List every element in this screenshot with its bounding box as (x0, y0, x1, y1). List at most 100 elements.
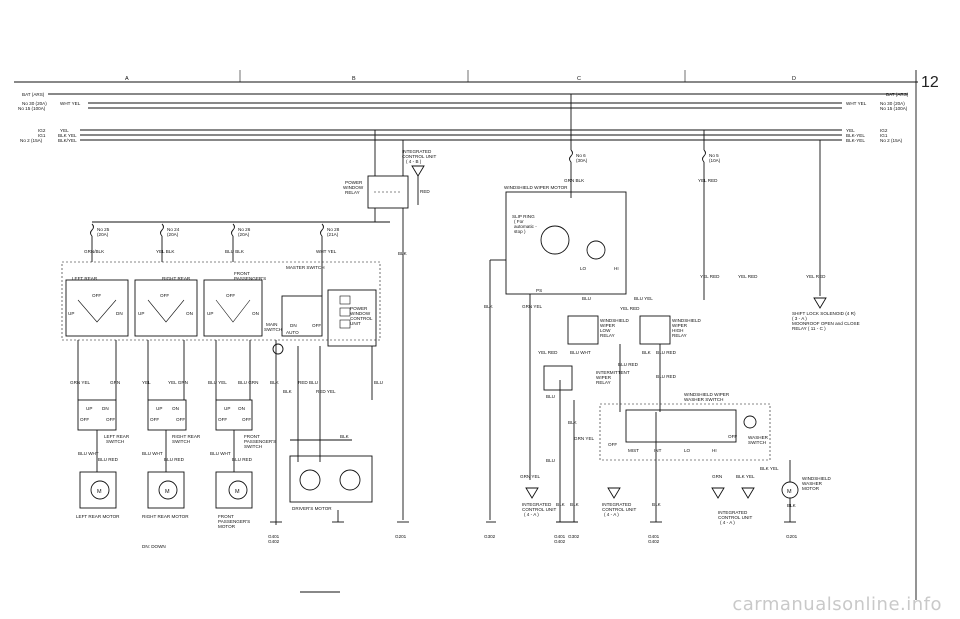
left-rear-dn: DN (116, 311, 123, 316)
driver-dn: DN (290, 323, 297, 328)
high-relay-2: WIPER (672, 323, 688, 328)
lr-sw-dn: DN (102, 406, 109, 411)
ground-g401b: G401 (554, 534, 566, 539)
icu-b-3: ( 4 - A ) (604, 512, 619, 517)
fuse-26-icon (231, 223, 235, 237)
pwcu-line2: WINDOW (350, 311, 371, 316)
grid-letter-d: D (792, 76, 796, 82)
driver-off: OFF (312, 323, 321, 328)
right-rear-door-switch (147, 399, 187, 431)
right-rear-sw-contacts (147, 299, 185, 323)
ground-g402b: G402 (554, 539, 566, 544)
fuse-24-amp: (20A) (167, 232, 179, 237)
wiper-blu-wht: BLU WHT (570, 350, 591, 355)
fuse-6-wire: GRN BLK (564, 178, 585, 183)
fp-sw-label2: PASSENGER'S (244, 439, 276, 444)
fuse-25-name: No 25 (97, 227, 110, 232)
fp-blu-red: BLU RED (232, 457, 253, 462)
wiper-switch-2: WASHER SWITCH (684, 397, 723, 402)
icu-a-connector-icon (525, 487, 539, 499)
blk-g401b: BLK (556, 502, 566, 507)
slip-ring-3: automatic - (514, 224, 537, 229)
front-pass-motor-label3: MOTOR (218, 524, 236, 529)
svg-text:M: M (97, 489, 102, 495)
low-relay-3: LOW (600, 328, 611, 333)
rr-blu-red: BLU RED (164, 457, 185, 462)
icu-c-1: INTEGRATED (718, 510, 748, 515)
page-number: 12 (921, 74, 939, 91)
fp-sw-off2: OFF (242, 417, 251, 422)
master-switch-label: MASTER SWITCH (286, 265, 325, 270)
fp-sw-label1: FRONT (244, 434, 260, 439)
right-rear-off: OFF (160, 293, 169, 298)
front-pass-up: UP (207, 311, 213, 316)
wiper-grn-yel-3: GRN YEL (520, 474, 541, 479)
svg-text:M: M (165, 489, 170, 495)
wiper-grn-yel-2: GRN YEL (574, 436, 595, 441)
dn-down-note: DN: DOWN (142, 544, 166, 549)
wire-grn-yel: GRN YEL (70, 380, 91, 385)
drivers-motor-box (289, 455, 373, 503)
wiper-yel-red-1: YEL RED (620, 306, 640, 311)
rail-blk-yel2-label: BLK/YEL (58, 138, 77, 143)
icu-b-2: CONTROL UNIT (602, 507, 636, 512)
left-rear-master-sw (65, 279, 129, 337)
rr-sw-label1: RIGHT REAR (172, 434, 201, 439)
wiper-blk-3: BLK (568, 420, 578, 425)
wiper-washer-switch-box (599, 403, 771, 461)
lr-sw-label2: SWITCH (106, 439, 124, 444)
lr-sw-off1: OFF (80, 417, 89, 422)
low-relay-2: WIPER (600, 323, 616, 328)
power-window-relay (367, 175, 409, 209)
washer-blk-yel: BLK YEL (760, 466, 779, 471)
wiper-blk-yel: BLK YEL (736, 474, 755, 479)
pwcu-line3: CONTROL (350, 316, 373, 321)
fuse-26-wire: BLU BLK (225, 249, 245, 254)
wire-red-yel: RED YEL (316, 389, 336, 394)
wire-red-blu: RED BLU (298, 380, 318, 385)
lr-sw-label1: LEFT REAR (104, 434, 130, 439)
wire-blu-yel: BLU YEL (208, 380, 227, 385)
switch-lo: LO (684, 448, 691, 453)
shift-lock-4: RELAY ( 11 - C ) (792, 326, 826, 331)
yel-red-3: YEL RED (700, 274, 720, 279)
left-rear-sw-contacts (77, 299, 117, 323)
master-switch-box (61, 261, 381, 341)
lr-blu-red: BLU RED (98, 457, 119, 462)
fuse-28-name: No 28 (327, 227, 340, 232)
fuse-6-icon (569, 149, 573, 163)
high-relay-3: HIGH (672, 328, 683, 333)
lr-blu-wht: BLU WHT (78, 451, 99, 456)
switch-hi: HI (712, 448, 717, 453)
wiper-blu-red-1: BLU RED (656, 350, 677, 355)
fuse-26-name: No 26 (238, 227, 251, 232)
fuse-5-name: No 5 (709, 153, 719, 158)
fuse-5-wire: YEL RED (698, 178, 718, 183)
washer-motor-2: WASHER (802, 481, 823, 486)
washer-switch-1: WASHER (748, 435, 769, 440)
blk-g302b: BLK (570, 502, 580, 507)
rail-no2-label-right: No 2 (15A) (880, 138, 903, 143)
rr-sw-label2: SWITCH (172, 439, 190, 444)
wire-grn: GRN (110, 380, 120, 385)
grid-letter-c: C (577, 76, 581, 82)
rail-yel-label-right: YEL (846, 128, 855, 133)
shift-lock-3: MOONROOF OPEN and CLOSE (792, 321, 860, 326)
rail-ig1-label-right: IG1 (880, 133, 888, 138)
rr-sw-on: ON (172, 406, 179, 411)
icu-a-1: INTEGRATED (522, 502, 552, 507)
left-rear-motor-label: LEFT REAR MOTOR (76, 514, 120, 519)
rr-blu-wht: BLU WHT (142, 451, 163, 456)
relay-blk-label: BLK (398, 251, 408, 256)
svg-text:M: M (787, 489, 792, 495)
front-pass-label1: FRONT (234, 271, 250, 276)
wiper-blk-mid: BLK (642, 350, 652, 355)
main-switch-line1: MAIN (266, 322, 277, 327)
wire-blu-grn: BLU GRN (238, 380, 258, 385)
ground-g302b: G302 (568, 534, 580, 539)
slip-ring-1: SLIP RING (512, 214, 535, 219)
low-relay-1: WINDSHIELD (600, 318, 630, 323)
yel-red-4: YEL RED (738, 274, 758, 279)
left-rear-motor-icon (90, 480, 110, 500)
